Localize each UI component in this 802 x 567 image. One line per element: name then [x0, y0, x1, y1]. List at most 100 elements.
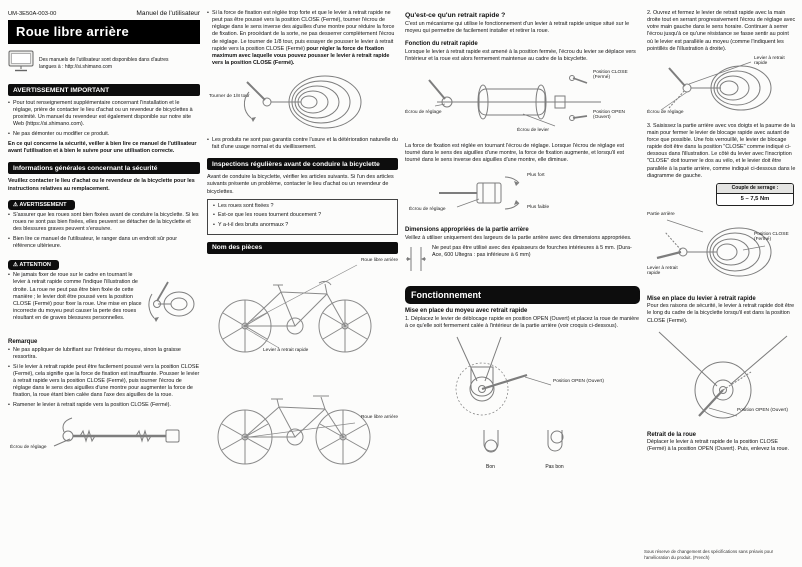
qr-skewer-illustration: Écrou de réglage	[8, 412, 200, 470]
fork-thickness-note: Ne peut pas être utilisé avec des épaiss…	[405, 245, 640, 278]
adjusting-nut-illustration: Écrou de réglage Plus fort Plus faible	[405, 167, 640, 221]
adjust-force-text: La force de fixation est réglée en tourn…	[405, 143, 625, 164]
warning-bullet: S'assurer que les roues sont bien fixées…	[8, 212, 200, 233]
caution-block: Ne jamais fixer de roue sur le cadre en …	[8, 272, 200, 333]
step2-hub-illustration: Levier à retrait rapide Écrou de réglage	[647, 56, 796, 120]
step3-lever-label: Levier à retrait rapide	[647, 265, 678, 277]
page-title: Roue libre arrière	[8, 20, 200, 44]
caution-label: ATTENTION	[19, 261, 51, 268]
step2-nut-label: Écrou de réglage	[647, 109, 684, 115]
remove-wheel-title: Retrait de la roue	[647, 431, 697, 438]
inspections-intro: Avant de conduire la bicyclette, vérifie…	[207, 174, 394, 195]
doc-type: Manuel de l'utilisateur	[136, 10, 200, 17]
adjust-nut-label: Écrou de réglage	[405, 110, 442, 115]
remark-title: Remarque	[8, 339, 38, 346]
qr-function-title: Fonction du retrait rapide	[405, 41, 478, 48]
hub-function-diagram: Écrou de réglage Écrou de levier Positio…	[405, 66, 640, 140]
important-warning-list: Pour tout renseignement supplémentaire c…	[8, 100, 200, 138]
remark-list: Ne pas appliquer de lubrifiant sur l'int…	[8, 347, 200, 409]
caution-list: Ne jamais fixer de roue sur le cadre en …	[8, 272, 200, 322]
inspection-item: Les roues sont fixées ?	[213, 203, 392, 210]
step3-hub-illustration: Partie arrière Levier à retrait rapide P…	[647, 210, 796, 290]
torque-spec-box: Couple de serrage : 5 – 7,5 Nm	[716, 182, 794, 206]
remark-bullet: Si le levier à retrait rapide peut être …	[8, 364, 200, 400]
manual-site-link[interactable]: http://si.shimano.com	[64, 63, 113, 70]
lever-nut-label: Écrou de levier	[517, 128, 549, 133]
column-3: Qu'est-ce qu'un retrait rapide ? C'est u…	[405, 10, 640, 470]
lever-open-label: Position OPEN (Ouvert)	[737, 407, 788, 413]
inspection-checklist: Les roues sont fixées ? Est-ce que les r…	[207, 198, 398, 235]
inspection-item: Est-ce que les roues tournent doucement …	[213, 212, 392, 219]
cassette-lever-illustration: Tourner de 1/8 tour	[207, 70, 398, 134]
freehub-label-top: Roue libre arrière	[360, 257, 398, 263]
caution-bullet: Ne jamais fixer de roue sur le cadre en …	[8, 272, 200, 322]
close-position-label: Position CLOSE (Fermé)	[593, 70, 628, 81]
remove-wheel-text: Déplacer le levier à retrait rapide de l…	[647, 439, 790, 453]
column-1: UM-3E50A-003-00 Manuel de l'utilisateur …	[8, 10, 200, 473]
section-general-safety: Informations générales concernant la séc…	[8, 162, 200, 175]
freehub-label-bottom: Roue libre arrière	[360, 414, 398, 420]
fork-thickness-text: Ne peut pas être utilisé avec des épaiss…	[432, 245, 632, 259]
dropout-open-illustration: Position OPEN (Ouvert)	[405, 333, 640, 425]
rear-end-label: Partie arrière	[647, 211, 675, 217]
warranty-bullet: Les produits ne sont pas garantis contre…	[207, 137, 398, 151]
install-hub-step3: 3. Saisissez la partie arrière avec vos …	[647, 122, 796, 179]
step3-close-label: Position CLOSE (Fermé)	[754, 231, 789, 243]
caution-triangle-icon: ⚠	[13, 261, 20, 268]
adjust-nut-label2: Écrou de réglage	[409, 207, 446, 213]
force-adjust-bold-text: pour régler la force de fixation maximum…	[212, 45, 390, 66]
monitor-icon	[8, 50, 34, 77]
open-position-label: Position OPEN (Ouvert)	[593, 110, 625, 121]
caution-badge: ⚠ ATTENTION	[8, 260, 59, 270]
step2-lever-label: Levier à retrait rapide	[754, 55, 785, 67]
important-warning-bullet: Ne pas démonter ou modifier ce produit.	[8, 131, 200, 138]
remark-bullet: Ramener le levier à retrait rapide vers …	[8, 402, 200, 409]
force-adjust-bullet: Si la force de fixation est réglée trop …	[207, 10, 398, 67]
replacement-contact-note: Veuillez contacter le lieu d'achat ou le…	[8, 178, 195, 192]
install-hub-step2: 2. Ouvrez et fermez le levier de retrait…	[647, 10, 796, 52]
install-lever-text: Pour des raisons de sécurité, le levier …	[647, 303, 795, 324]
mtb-bike-illustration: Roue libre arrière	[207, 365, 398, 473]
document-header: UM-3E50A-003-00 Manuel de l'utilisateur	[8, 10, 200, 17]
warning-label: AVERTISSEMENT	[19, 201, 67, 208]
bad-seating-example: Pas bon	[538, 428, 572, 470]
fork-thickness-icon	[405, 245, 427, 278]
warning-list: S'assurer que les roues sont bien fixées…	[8, 212, 200, 250]
warning-bullet: Bien lire ce manuel de l'utilisateur, le…	[8, 236, 200, 250]
adjusting-nut-label: Écrou de réglage	[10, 444, 47, 450]
inspection-item: Y a-t-il des bruits anormaux ?	[213, 222, 392, 229]
good-seating-example: Bon	[474, 428, 508, 470]
open-position-label2: Position OPEN (Ouvert)	[553, 378, 604, 384]
safety-read-note: En ce qui concerne la sécurité, veiller …	[8, 141, 197, 155]
language-note-text: Des manuels de l'utilisateur sont dispon…	[39, 56, 169, 70]
good-label: Bon	[486, 463, 495, 470]
section-inspections: Inspections régulières avant de conduire…	[207, 158, 398, 171]
seating-examples-illustration: Bon Pas bon	[405, 428, 640, 470]
column-4: 2. Ouvrez et fermez le levier de retrait…	[647, 10, 796, 453]
section-important-warning: AVERTISSEMENT IMPORTANT	[8, 84, 200, 96]
footer-note: Sous réserve de changement des spécifica…	[644, 549, 774, 561]
qr-lever-label: Levier à retrait rapide	[263, 347, 309, 353]
install-hub-title: Mise en place du moyeu avec retrait rapi…	[405, 308, 528, 314]
bad-label: Pas bon	[545, 463, 564, 470]
torque-value: 5 – 7,5 Nm	[740, 196, 770, 203]
column-2: Si la force de fixation est réglée trop …	[207, 10, 398, 476]
qr-function-text: Lorsque le levier à retrait rapide est a…	[405, 48, 636, 62]
warning-triangle-icon: ⚠	[13, 201, 20, 208]
language-availability-note: Des manuels de l'utilisateur sont dispon…	[8, 50, 200, 77]
what-is-qr-text: C'est un mécanisme qui utilise le foncti…	[405, 21, 630, 35]
warranty-list: Les produits ne sont pas garantis contre…	[207, 137, 398, 151]
dimensions-text: Veillez à utiliser uniquement des largeu…	[405, 234, 632, 241]
turn-eighth-label: Tourner de 1/8 tour	[209, 94, 250, 99]
what-is-qr-title: Qu'est-ce qu'un retrait rapide ?	[405, 12, 506, 19]
torque-label: Couple de serrage :	[717, 183, 793, 194]
important-warning-bullet: Pour tout renseignement supplémentaire c…	[8, 100, 200, 129]
force-adjust-text: Si la force de fixation est réglée trop …	[212, 10, 395, 52]
section-operation: Fonctionnement	[405, 286, 640, 304]
install-lever-title: Mise en place du levier à retrait rapide	[647, 295, 756, 302]
doc-number: UM-3E50A-003-00	[8, 11, 57, 17]
frame-lever-illustration: Position OPEN (Ouvert)	[647, 328, 796, 426]
dimensions-title: Dimensions appropriées de la partie arri…	[405, 227, 529, 234]
section-part-names: Nom des pièces	[207, 241, 398, 254]
